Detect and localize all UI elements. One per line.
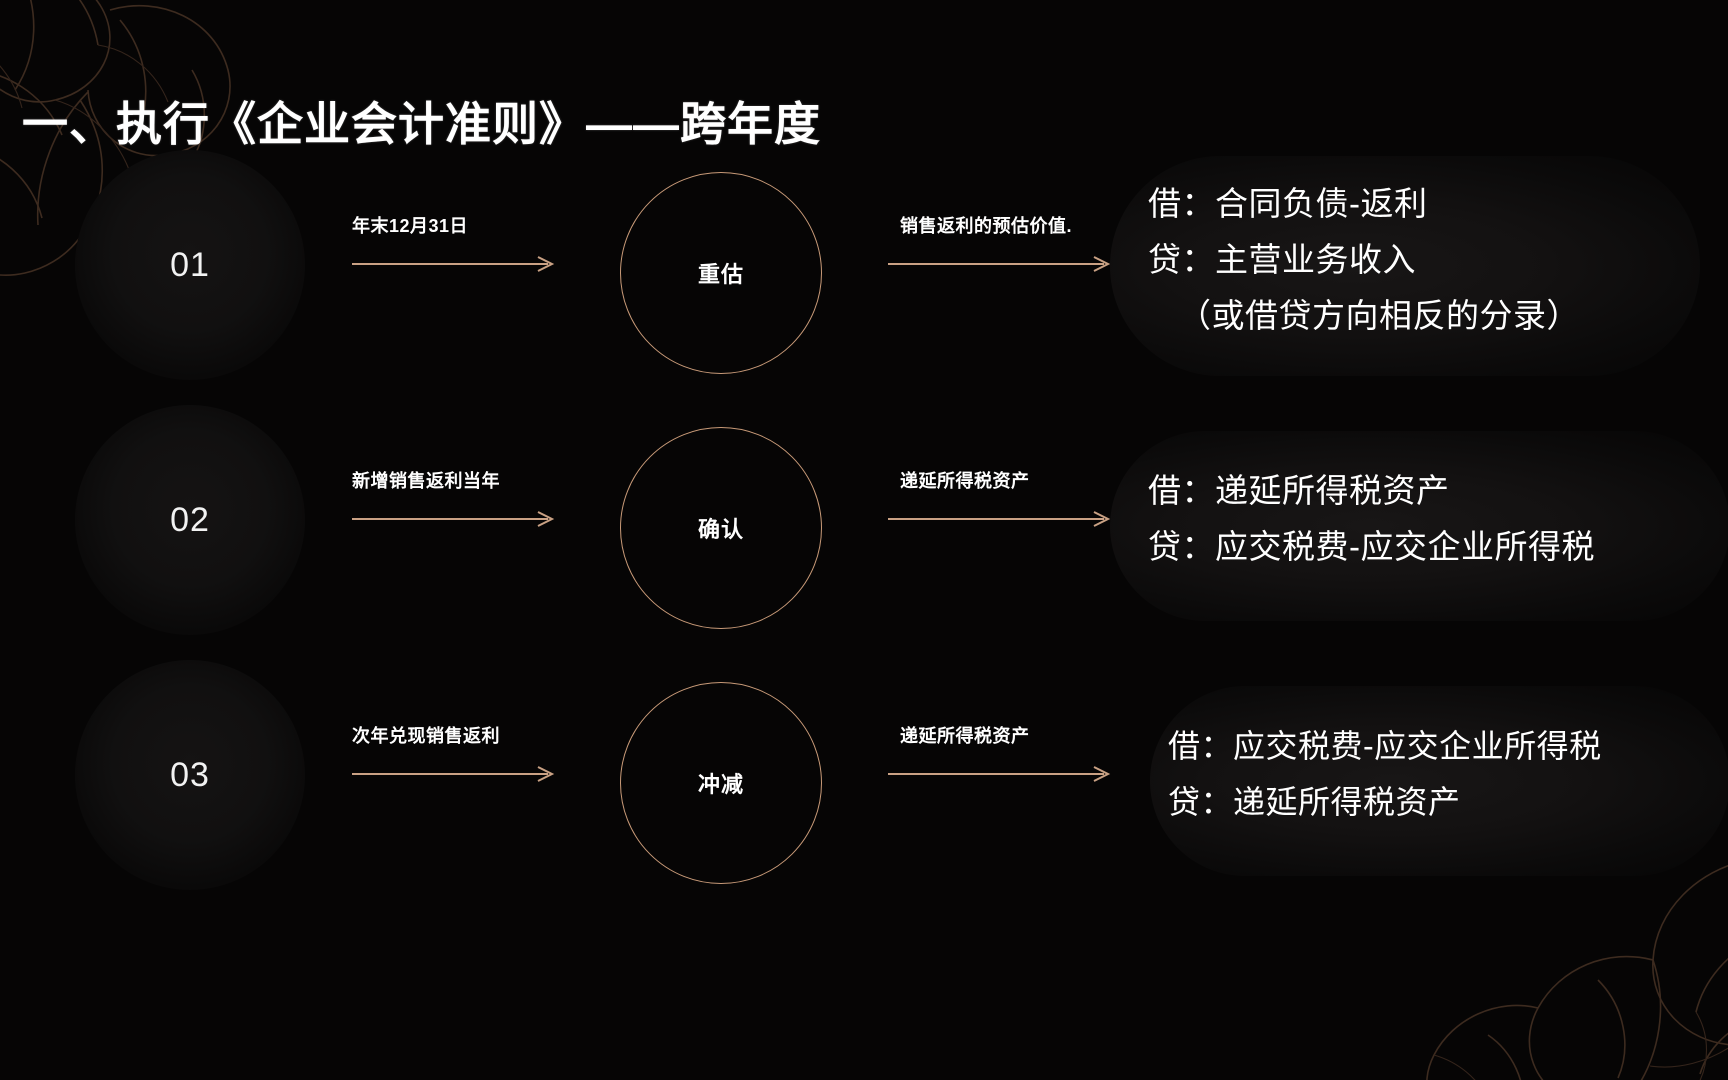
arrow-left-icon [352,254,560,274]
process-circle-label: 确认 [697,517,744,542]
step-right-caption: 递延所得税资产 [900,471,1030,491]
step-left-caption: 年末12月31日 [352,216,469,236]
process-circle: 重估 [620,172,822,374]
journal-entry-backdrop [1110,156,1700,376]
journal-entry-line: 借：应交税费-应交企业所得税 [1168,728,1602,764]
step-number: 02 [170,500,210,539]
process-circle: 确认 [620,427,822,629]
journal-entry-line: 借：递延所得税资产 [1148,472,1450,509]
arrow-right-icon [888,254,1116,274]
process-row: 01 年末12月31日 重估 销售返利的预估价值. 借：合同负债-返利 贷：主营… [0,150,1728,380]
page-title: 一、执行《企业会计准则》——跨年度 [22,98,821,150]
process-row: 03 次年兑现销售返利 冲减 递延所得税资产 借：应交税费-应交企业所得税 贷：… [0,660,1728,890]
journal-entry-backdrop [1150,686,1728,876]
journal-entry-line: 借：合同负债-返利 [1148,185,1428,222]
step-number: 01 [170,245,210,284]
step-number-backdrop [75,405,305,635]
step-number-backdrop [75,660,305,890]
step-right-caption: 递延所得税资产 [900,726,1030,746]
arrow-left-icon [352,509,560,529]
journal-entry-backdrop [1110,431,1728,621]
journal-entry-line: （或借贷方向相反的分录） [1178,297,1580,334]
journal-entry-line: 贷：主营业务收入 [1148,241,1416,278]
process-row: 02 新增销售返利当年 确认 递延所得税资产 借：递延所得税资产 贷：应交税费-… [0,405,1728,635]
arrow-left-icon [352,764,560,784]
journal-entry-line: 贷：应交税费-应交企业所得税 [1148,528,1595,565]
arrow-right-icon [888,764,1116,784]
journal-entry-group: 借：应交税费-应交企业所得税 贷：递延所得税资产 [1168,718,1728,830]
step-left-caption: 次年兑现销售返利 [352,726,500,746]
step-left-caption: 新增销售返利当年 [352,471,500,491]
process-circle-label: 重估 [697,262,744,287]
process-circle-label: 冲减 [697,772,744,797]
step-right-caption: 销售返利的预估价值. [900,216,1073,236]
journal-entry-group: 借：合同负债-返利 贷：主营业务收入 （或借贷方向相反的分录） [1148,176,1728,344]
process-circle: 冲减 [620,682,822,884]
arrow-right-icon [888,509,1116,529]
journal-entry-group: 借：递延所得税资产 贷：应交税费-应交企业所得税 [1148,463,1728,575]
journal-entry-line: 贷：递延所得税资产 [1168,784,1461,820]
step-number: 03 [170,755,210,794]
step-number-backdrop [75,150,305,380]
